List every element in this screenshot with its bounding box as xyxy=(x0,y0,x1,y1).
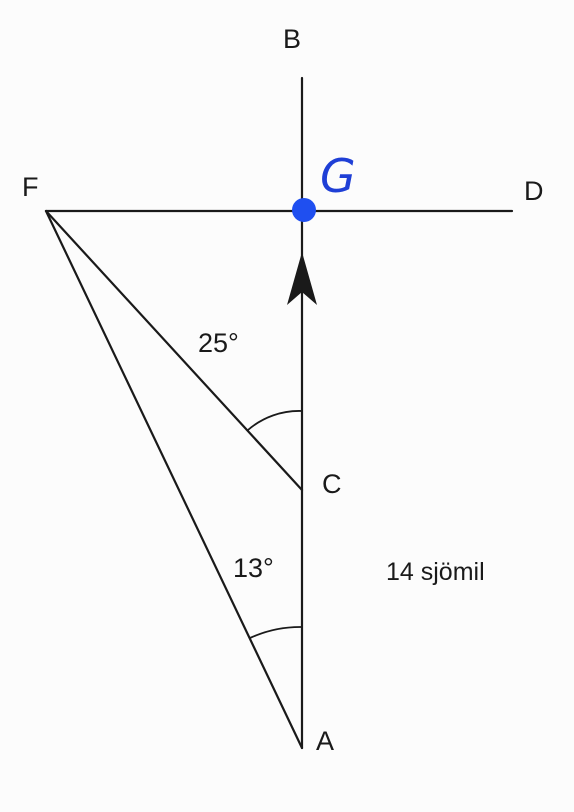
label-angle-a: 13° xyxy=(233,553,274,583)
angle-arc-a xyxy=(249,626,303,639)
angle-arc-c xyxy=(247,410,303,431)
label-distance: 14 sjömil xyxy=(386,558,485,586)
label-angle-c: 25° xyxy=(198,328,239,358)
label-point-f: F xyxy=(22,172,39,202)
label-point-a: A xyxy=(316,726,334,756)
label-point-c: C xyxy=(322,469,342,499)
label-point-g: G xyxy=(320,149,356,203)
label-point-b: B xyxy=(283,24,301,54)
line-fa xyxy=(44,209,304,750)
direction-arrow-icon xyxy=(287,252,317,305)
line-fc xyxy=(44,209,304,492)
point-g-dot xyxy=(292,198,316,222)
label-point-d: D xyxy=(524,176,544,206)
